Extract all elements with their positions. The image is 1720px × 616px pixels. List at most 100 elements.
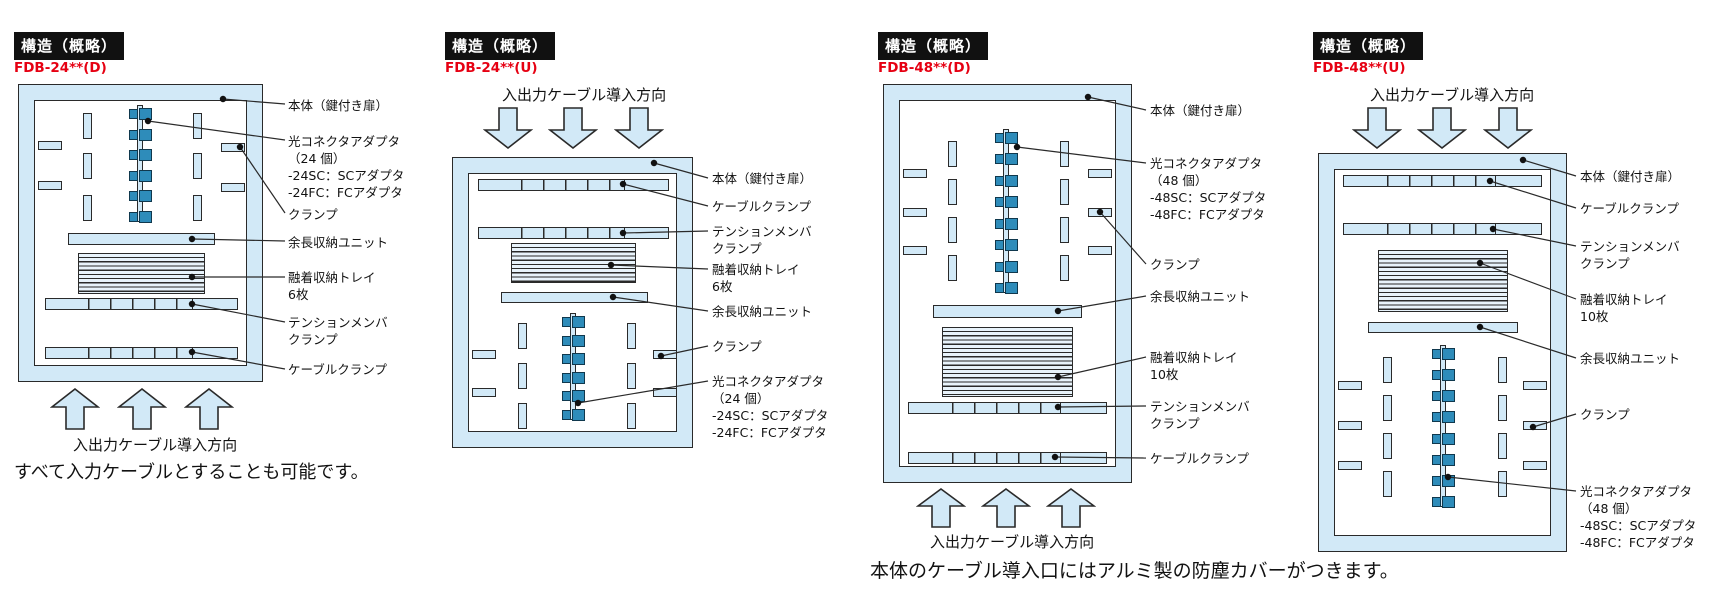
model-number: FDB-24**(D) xyxy=(14,60,107,76)
clamp-slot xyxy=(472,388,496,397)
clamp-segments xyxy=(88,298,194,310)
model-number: FDB-48**(D) xyxy=(878,60,971,76)
slack-storage-unit xyxy=(501,292,648,303)
label-tension: テンションメンバ クランプ xyxy=(712,224,812,256)
optical-adapter xyxy=(1432,348,1456,360)
optical-adapter xyxy=(562,409,586,421)
cable-direction-arrow-up xyxy=(980,488,1032,528)
tension-member-clamp-bar xyxy=(908,402,1107,414)
clamp-slot xyxy=(1338,381,1362,390)
mount-slot xyxy=(1498,357,1507,383)
cable-direction-arrow-up xyxy=(1045,488,1097,528)
clamp-slot xyxy=(472,350,496,359)
cable-clamp-bar xyxy=(1343,175,1542,187)
mount-slot xyxy=(1498,395,1507,421)
clamp-segments xyxy=(520,227,625,239)
section-header: 構造（概略） xyxy=(1313,32,1424,60)
cable-direction-caption: 入出力ケーブル導入方向 xyxy=(73,436,238,454)
mount-slot xyxy=(1383,357,1392,383)
label-cable-clamp: ケーブルクランプ xyxy=(1580,201,1679,216)
mount-slot xyxy=(1383,395,1392,421)
mount-slot xyxy=(948,141,957,167)
clamp-slot xyxy=(653,350,677,359)
clamp-slot xyxy=(653,388,677,397)
cable-direction-arrow-up xyxy=(49,387,101,430)
mount-slot xyxy=(1383,433,1392,459)
note-all-input-cables: すべて入力ケーブルとすることも可能です。 xyxy=(14,462,369,483)
mount-slot xyxy=(518,363,527,389)
clamp-slot xyxy=(221,143,245,152)
cabinet-body xyxy=(452,157,693,448)
label-clamp: クランプ xyxy=(1150,257,1200,272)
optical-adapter xyxy=(129,108,153,120)
optical-adapter xyxy=(995,282,1019,294)
section-header: 構造（概略） xyxy=(14,32,125,60)
label-adapter: 光コネクタアダプタ （48 個） -48SC：SCアダプタ -48FC：FCアダ… xyxy=(1150,156,1267,222)
cable-direction-arrow-down xyxy=(1416,107,1468,150)
model-number: FDB-24**(U) xyxy=(445,60,538,76)
tension-member-clamp-bar xyxy=(478,227,669,239)
label-clamp: クランプ xyxy=(1580,407,1630,422)
optical-adapter xyxy=(129,190,153,203)
label-tray: 融着収納トレイ 6枚 xyxy=(288,270,376,302)
cable-direction-arrow-down xyxy=(1482,107,1534,150)
label-cable-clamp: ケーブルクランプ xyxy=(288,362,387,377)
tension-member-clamp-bar xyxy=(1343,223,1542,235)
label-tension: テンションメンバ クランプ xyxy=(288,315,388,347)
mount-slot xyxy=(1060,141,1069,167)
label-slack: 余長収納ユニット xyxy=(288,235,389,250)
cable-direction-arrow-down xyxy=(1351,107,1403,150)
cable-direction-arrow-down xyxy=(547,107,599,150)
optical-adapter xyxy=(995,196,1019,209)
optical-adapter xyxy=(995,260,1019,273)
mount-slot xyxy=(1060,255,1069,281)
mount-slot xyxy=(1383,471,1392,497)
mount-slot xyxy=(1060,179,1069,205)
mount-slot xyxy=(83,195,92,221)
cable-direction-caption: 入出力ケーブル導入方向 xyxy=(502,86,667,104)
optical-adapter-strip xyxy=(995,129,1018,294)
clamp-slot xyxy=(903,208,927,217)
section-header: 構造（概略） xyxy=(878,32,989,60)
slack-storage-unit xyxy=(1368,322,1518,333)
clamp-slot xyxy=(903,246,927,255)
fusion-tray-stack xyxy=(511,243,636,283)
mount-slot xyxy=(193,153,202,179)
mount-slot xyxy=(948,179,957,205)
optical-adapter xyxy=(995,217,1019,230)
optical-adapter xyxy=(129,169,153,182)
clamp-slot xyxy=(1523,421,1547,430)
optical-adapter xyxy=(995,153,1019,166)
mount-slot xyxy=(948,255,957,281)
optical-adapter xyxy=(1432,369,1456,382)
clamp-segments xyxy=(1387,175,1496,187)
mount-slot xyxy=(83,113,92,139)
mount-slot xyxy=(1498,433,1507,459)
clamp-segments xyxy=(88,347,194,359)
optical-adapter xyxy=(562,316,586,328)
label-body: 本体（鍵付き扉） xyxy=(1150,103,1251,118)
clamp-segments xyxy=(520,179,625,191)
clamp-slot xyxy=(1523,381,1547,390)
clamp-slot xyxy=(38,181,62,190)
mount-slot xyxy=(83,153,92,179)
clamp-segments xyxy=(1387,223,1496,235)
label-tension: テンションメンバ クランプ xyxy=(1150,399,1250,431)
cable-clamp-bar xyxy=(478,179,669,191)
optical-adapter xyxy=(1432,474,1456,487)
cable-clamp-bar xyxy=(908,452,1107,464)
cabinet-body xyxy=(18,84,263,382)
label-adapter: 光コネクタアダプタ （24 個） -24SC：SCアダプタ -24FC：FCアダ… xyxy=(712,374,829,440)
label-tray: 融着収納トレイ 6枚 xyxy=(712,262,800,294)
cabinet-interior xyxy=(34,100,247,366)
optical-adapter xyxy=(562,334,586,347)
mount-slot xyxy=(627,403,636,429)
cable-direction-arrow-up xyxy=(915,488,967,528)
optical-adapter xyxy=(129,211,153,223)
label-tray: 融着収納トレイ 10枚 xyxy=(1150,350,1238,382)
mount-slot xyxy=(627,323,636,349)
label-body: 本体（鍵付き扉） xyxy=(712,171,813,186)
cabinet-interior xyxy=(899,100,1116,467)
cable-direction-caption: 入出力ケーブル導入方向 xyxy=(930,533,1095,551)
